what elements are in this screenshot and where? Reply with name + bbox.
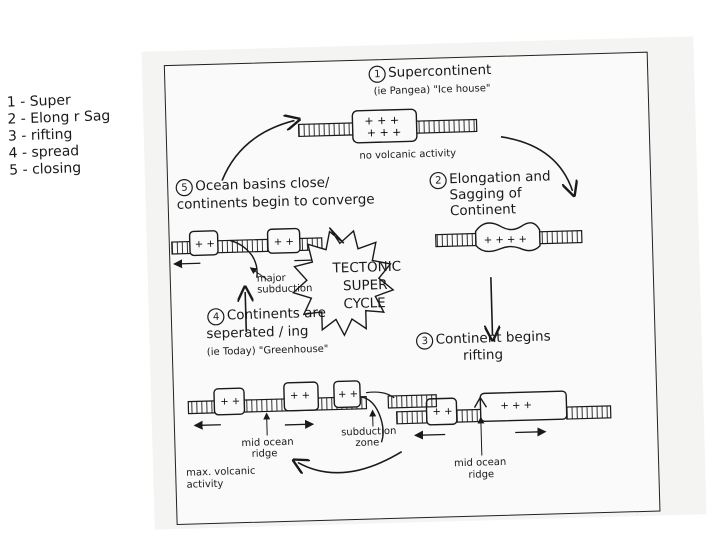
margin-notes: 1 - Super 2 - Elong r Sag 3 - rifting 4 … — [7, 89, 160, 179]
stage4-number: 4 — [213, 312, 220, 323]
stage4-line1: Continents are — [227, 306, 327, 324]
stage3-line1: Continent begins — [435, 329, 550, 347]
stage3-ridge-label-2: ridge — [468, 469, 494, 481]
svg-text:+ + + +: + + + + — [484, 234, 527, 246]
stage4-ridge-label-2: ridge — [252, 448, 278, 460]
svg-text:+ +: + + — [432, 406, 452, 418]
stage3-line2: rifting — [463, 348, 503, 364]
stage2-line3: Continent — [450, 202, 516, 219]
stage5-subduction-label-2: subduction — [257, 283, 313, 296]
diagram-drawing: + + + + + + + + + + + + + + + — [165, 53, 660, 524]
stage1-crust: + + + + + + — [298, 107, 477, 144]
paper-sheet: + + + + + + + + + + + + + + + — [141, 36, 706, 529]
center-title-line1: TECTONIC — [332, 260, 401, 277]
svg-text:+ +: + + — [338, 389, 358, 401]
stage2-number: 2 — [435, 175, 442, 186]
stage4-zone-label-2: zone — [355, 437, 379, 449]
arrow-5-to-1 — [220, 121, 296, 181]
arrow-2-to-3 — [491, 277, 493, 335]
stage5-subduction-label: major — [257, 273, 286, 285]
stage5-number: 5 — [181, 183, 188, 194]
svg-text:+ +: + + — [220, 396, 240, 408]
svg-text:+ +: + + — [195, 239, 215, 251]
stage4-zone-label: subduction — [341, 426, 397, 439]
center-title-line3: CYCLE — [343, 296, 386, 312]
svg-text:+ +: + + — [274, 237, 294, 249]
stage2-line1: Elongation and — [449, 169, 551, 187]
arrow-3-to-4 — [298, 452, 402, 474]
center-title-line2: SUPER — [343, 278, 388, 294]
diagram-frame: + + + + + + + + + + + + + + + — [164, 52, 661, 525]
stage3-ridge-label: mid ocean — [454, 457, 507, 469]
stage4-line2: seperated / ing — [206, 324, 309, 342]
stage1-number: 1 — [374, 69, 381, 80]
svg-text:+ + +: + + + — [500, 400, 532, 412]
stage4-ridge-label: mid ocean — [241, 437, 294, 449]
svg-text:+ +: + + — [290, 390, 310, 402]
stage3-number: 3 — [421, 336, 428, 347]
svg-text:+ + +: + + + — [367, 126, 402, 140]
stage2-crust: + + + + — [435, 220, 582, 253]
stage4-volcanic-label-2: activity — [186, 479, 223, 491]
stage4-volcanic-label: max. volcanic — [186, 466, 255, 479]
stage5-crust: + + + + — [171, 228, 322, 282]
stage1-title: Supercontinent — [388, 63, 492, 81]
